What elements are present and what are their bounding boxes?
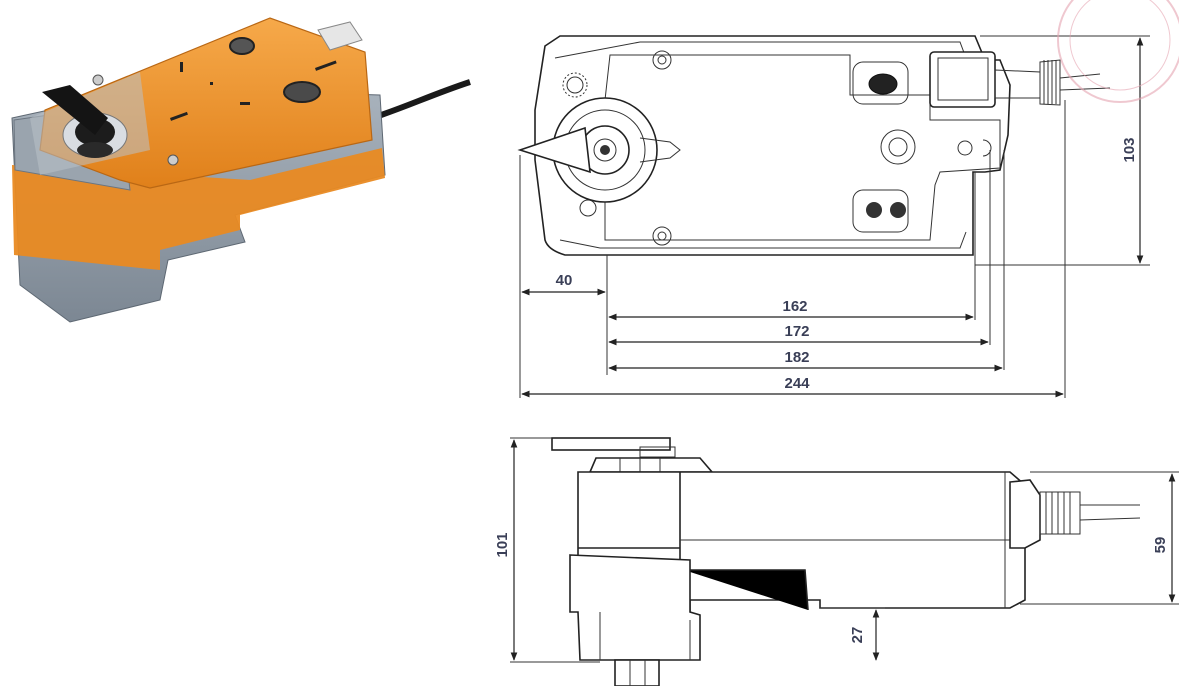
dim-label-27: 27: [849, 627, 866, 644]
dim-label-162: 162: [782, 298, 807, 315]
slot-boss-top: [852, 61, 909, 105]
top-view-inner-plate: [604, 54, 1001, 241]
manual-override-knob: [42, 85, 128, 158]
top-view-outline: [534, 35, 1011, 256]
side-view-drawing: 101 59 27: [494, 437, 1179, 686]
side-lower-housing: [569, 554, 701, 661]
connector-block: [929, 51, 996, 108]
dim-label-103: 103: [1121, 137, 1138, 162]
actuator-photo: [11, 17, 471, 323]
dim-label-182: 182: [784, 349, 809, 366]
dim-label-172: 172: [784, 323, 809, 340]
mount-hole-top-left: [652, 50, 672, 70]
cover-markings: [170, 60, 337, 121]
photo-screw-a: [92, 74, 104, 86]
top-view-drawing: 40 162 172 182 244 103: [517, 35, 1150, 398]
cover-hole-slot: [283, 81, 321, 103]
cover-hole-top: [229, 37, 255, 55]
side-cable: [1039, 491, 1141, 535]
side-bracket: [551, 437, 671, 451]
center-boss: [880, 129, 916, 165]
small-gear: [562, 72, 588, 98]
manual-lever: [517, 126, 591, 174]
hole-right: [957, 140, 973, 156]
approval-stamp: [1057, 0, 1179, 103]
photo-screw-b: [167, 154, 179, 166]
dim-label-101: 101: [494, 532, 511, 557]
side-shaft-stub: [614, 659, 660, 686]
dim-label-40: 40: [556, 272, 573, 289]
actuator-connector-plate: [317, 21, 363, 51]
side-shaft-adapter: [588, 457, 714, 473]
side-connector: [1009, 479, 1041, 549]
top-view-cable: [994, 59, 1111, 106]
mount-hole-top-left-small: [566, 76, 584, 94]
dim-label-244: 244: [784, 375, 810, 392]
dim-label-59: 59: [1152, 537, 1169, 554]
slot-boss-bottom: [852, 189, 909, 233]
mount-hole-bottom-left-small: [579, 199, 597, 217]
mount-hole-bottom-left: [652, 226, 672, 246]
